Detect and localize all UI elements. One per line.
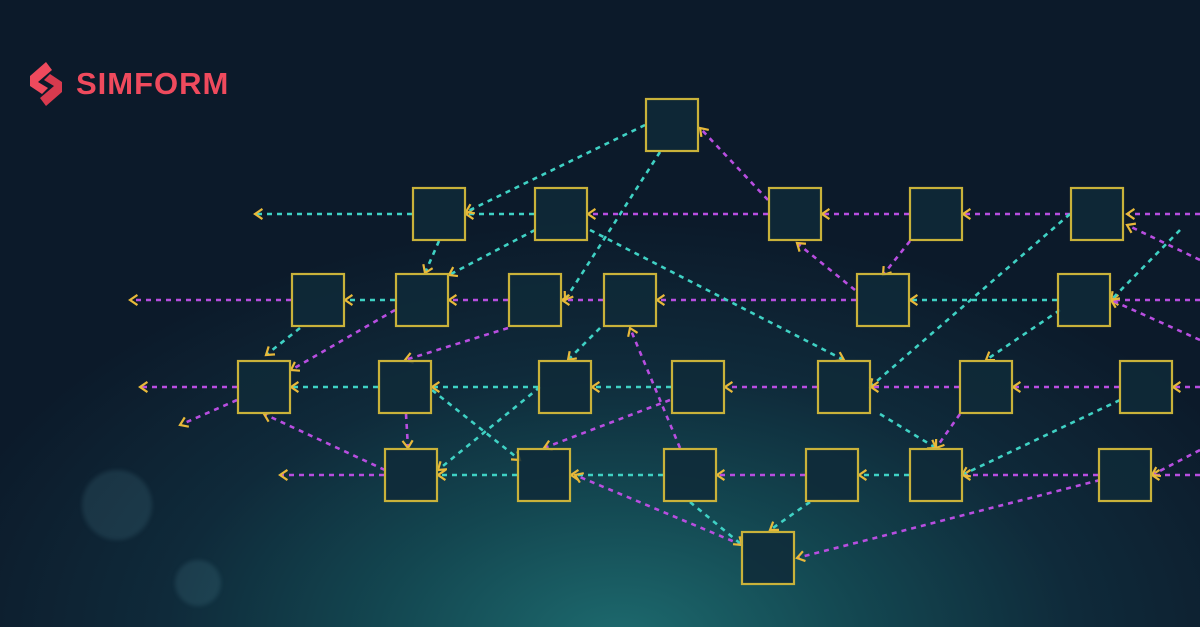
dag-edge [1110, 229, 1181, 301]
dag-edge [263, 412, 386, 472]
dag-edge [879, 412, 937, 450]
dag-edge [589, 228, 845, 362]
dag-node [383, 447, 439, 503]
dag-edge [567, 327, 601, 361]
dag-edge [465, 123, 646, 214]
dag-node [908, 186, 964, 242]
simform-logo: SIMFORM [22, 60, 229, 108]
dag-node [377, 359, 433, 415]
dag-node [516, 447, 572, 503]
arrowhead-icon [253, 208, 264, 220]
dag-node [767, 186, 823, 242]
dag-node [958, 359, 1014, 415]
dag-node [908, 447, 964, 503]
arrowhead-icon [1125, 208, 1136, 220]
dag-node [507, 272, 563, 328]
dag-edge [1110, 298, 1200, 342]
dag-node [740, 530, 796, 586]
dag-edge [796, 478, 1101, 560]
arrowhead-icon [768, 521, 780, 532]
dag-edge [543, 398, 671, 450]
dag-node [1118, 359, 1174, 415]
dag-node [804, 447, 860, 503]
arrowhead-icon [1125, 222, 1137, 234]
bokeh-light [175, 560, 221, 606]
simform-logo-text: SIMFORM [76, 66, 230, 101]
dag-edge [179, 398, 238, 427]
arrowhead-icon [723, 381, 734, 393]
dag-edge [985, 308, 1061, 362]
dag-node [816, 359, 872, 415]
arrowhead-icon [128, 294, 139, 306]
arrowhead-icon [573, 472, 585, 484]
dag-node [644, 97, 700, 153]
dag-edge [431, 388, 521, 462]
dag-edge [934, 413, 962, 449]
arrowhead-icon [834, 351, 846, 363]
dag-edge [628, 327, 682, 449]
dag-edge [796, 241, 856, 292]
arrowhead-icon [698, 126, 710, 138]
dag-edge [404, 413, 410, 449]
dag-node [394, 272, 450, 328]
dag-edge [699, 127, 769, 201]
dag-edge [1126, 223, 1200, 262]
arrowhead-icon [264, 346, 276, 357]
dag-edge [290, 308, 396, 372]
dag-edge [869, 213, 1071, 388]
dag-edge [265, 326, 301, 357]
arrowhead-icon [178, 416, 190, 428]
arrowhead-icon [422, 263, 434, 275]
dag-node [1056, 272, 1112, 328]
arrowhead-icon [795, 550, 806, 563]
dag-edge [404, 326, 509, 362]
simform-logo-icon [30, 62, 62, 106]
dag-node [1069, 186, 1125, 242]
arrowhead-icon [795, 241, 807, 252]
arrowhead-icon [278, 469, 289, 481]
arrowhead-icon [627, 326, 639, 338]
dag-node [537, 359, 593, 415]
arrowhead-icon [926, 439, 938, 450]
dag-node [411, 186, 467, 242]
dag-node [236, 359, 292, 415]
dag-edge [437, 385, 541, 472]
dag-edge [881, 240, 912, 276]
bokeh-light [82, 470, 152, 540]
dag-edge [574, 473, 743, 547]
dag-node [855, 272, 911, 328]
dag-edge [769, 500, 811, 532]
dag-node [533, 186, 589, 242]
arrowhead-icon [563, 290, 574, 302]
dag-node [290, 272, 346, 328]
dag-edge [448, 228, 536, 277]
dag-edge [689, 500, 743, 547]
dag-node [662, 447, 718, 503]
dag-node [1097, 447, 1153, 503]
dag-node [670, 359, 726, 415]
dag-node [602, 272, 658, 328]
arrowhead-icon [138, 381, 149, 393]
